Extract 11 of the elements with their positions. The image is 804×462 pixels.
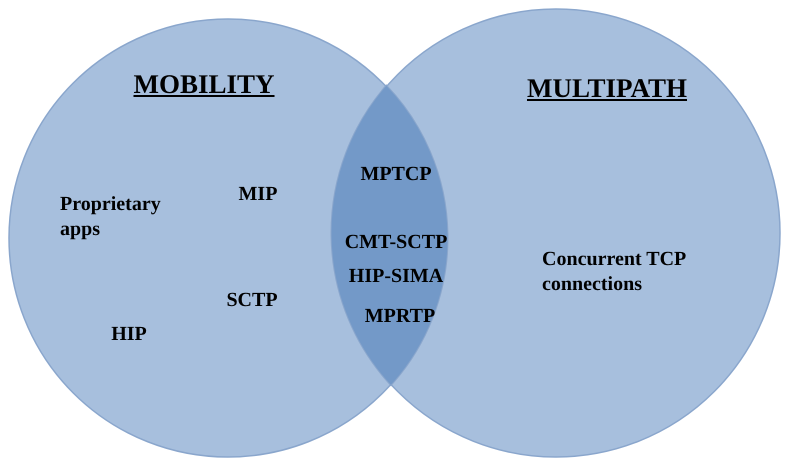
label: HIP	[111, 322, 147, 347]
heading: MOBILITY	[133, 68, 275, 101]
label: MIP	[238, 182, 278, 207]
label: MPTCP	[360, 162, 432, 187]
label: HIP-SIMA	[348, 264, 444, 289]
heading: MULTIPATH	[526, 72, 688, 105]
label: SCTP	[226, 288, 278, 313]
label: CMT-SCTP	[344, 230, 448, 255]
label: Concurrent TCP connections	[542, 247, 687, 297]
label: MPRTP	[364, 304, 436, 329]
label: Proprietary apps	[60, 192, 162, 242]
